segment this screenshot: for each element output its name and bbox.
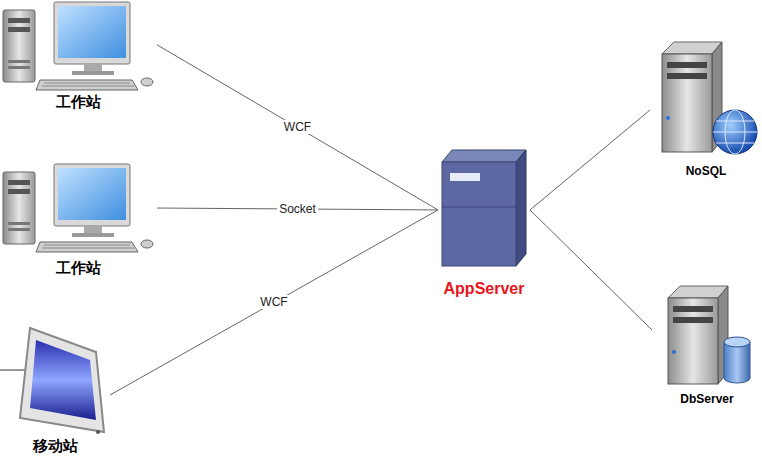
node-label: NoSQL — [650, 164, 762, 178]
connector-line — [157, 45, 438, 210]
icon-node: 工作站 — [0, 0, 157, 112]
workstation-icon — [3, 2, 153, 90]
icon-node: 移动站 — [0, 322, 110, 456]
db-server-icon — [668, 286, 750, 384]
node-label: 移动站 — [0, 437, 110, 456]
mobile-icon — [0, 328, 104, 434]
icon-node: 工作站 — [0, 160, 157, 278]
app-server-icon — [442, 150, 526, 266]
node-label: 工作站 — [0, 93, 157, 112]
icon-node: NoSQL — [650, 40, 762, 178]
protocol-label: Socket — [277, 202, 318, 216]
nosql-server-icon — [662, 42, 757, 154]
connector-line — [110, 210, 438, 395]
node-label: 工作站 — [0, 259, 157, 278]
connector-line — [530, 110, 650, 210]
icon-node: AppServer — [438, 148, 530, 298]
node-label: AppServer — [438, 280, 530, 298]
protocol-label: WCF — [282, 120, 313, 134]
protocol-label: WCF — [258, 295, 289, 309]
workstation-icon — [3, 164, 153, 252]
node-label: DbServer — [652, 392, 762, 406]
icon-node: DbServer — [652, 282, 762, 406]
connector-line — [530, 210, 652, 330]
